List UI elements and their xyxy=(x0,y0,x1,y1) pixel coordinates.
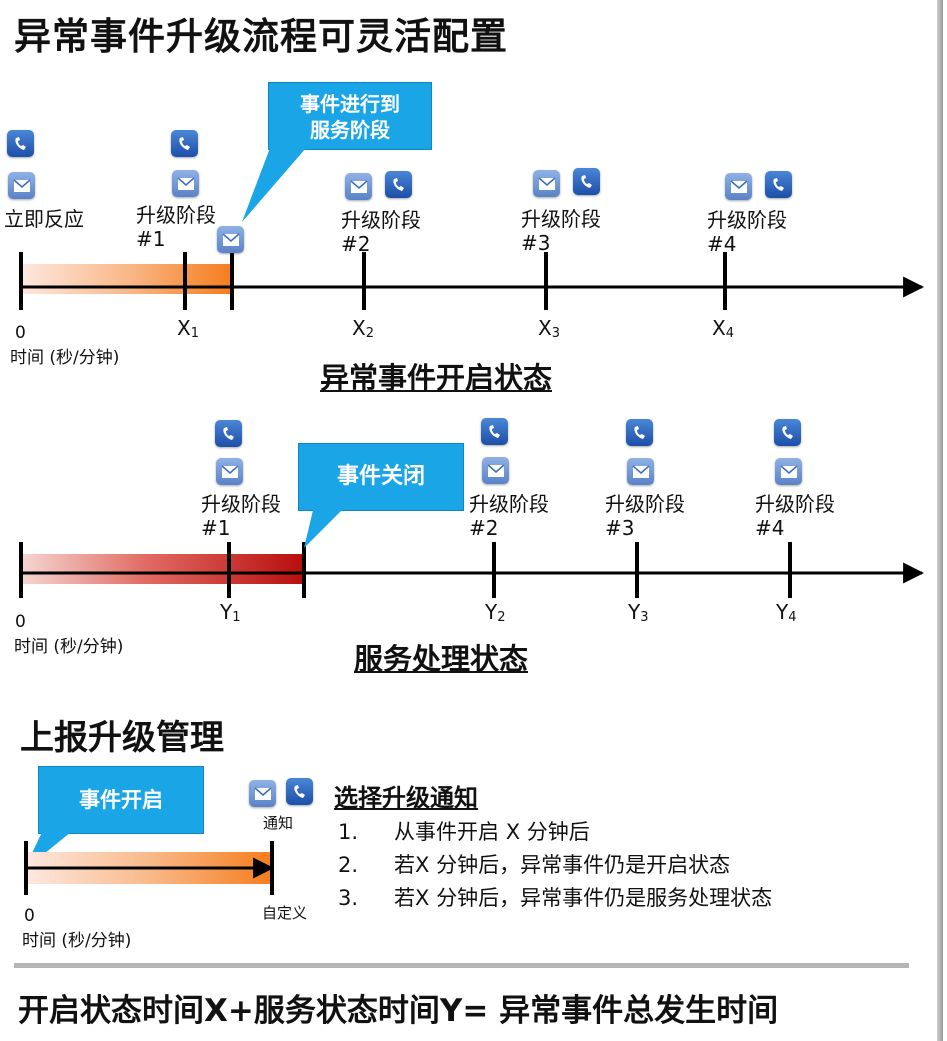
mail-icon xyxy=(217,226,244,253)
notification-options-title: 选择升级通知 xyxy=(334,784,478,812)
phone-icon xyxy=(481,418,508,445)
phone-icon xyxy=(765,171,792,198)
tick-label-y1: Y1 xyxy=(220,600,241,625)
callout-service-stage-pointer xyxy=(242,148,306,222)
notification-option-3: 3.若X 分钟后，异常事件仍是服务处理状态 xyxy=(338,886,773,910)
time-axis-label: 时间 (秒/分钟) xyxy=(14,637,124,657)
stage-3-label: 升级阶段#3 xyxy=(605,492,685,540)
stage-4-label: 升级阶段#4 xyxy=(707,208,787,256)
phone-icon xyxy=(573,168,600,195)
tick-label-x1: X1 xyxy=(177,316,199,341)
phone-icon xyxy=(385,171,412,198)
origin-label: 0 xyxy=(24,906,35,926)
callout-event-closed-pointer xyxy=(304,506,346,548)
mail-icon xyxy=(725,173,752,200)
mail-icon xyxy=(216,458,243,485)
timeline-2 xyxy=(19,542,925,598)
footer-formula: 开启状态时间X+服务状态时间Y= 异常事件总发生时间 xyxy=(18,993,779,1029)
phone-icon xyxy=(171,130,198,157)
custom-label: 自定义 xyxy=(262,904,308,922)
open-state-bar xyxy=(20,264,232,294)
service-state-bar xyxy=(20,554,304,584)
callout-event-open: 事件开启 xyxy=(38,766,204,834)
stage-1-label: 升级阶段#1 xyxy=(136,203,216,251)
timeline-3 xyxy=(24,841,275,895)
mail-icon xyxy=(8,172,35,199)
notification-option-2: 2.若X 分钟后，异常事件仍是开启状态 xyxy=(338,853,731,877)
tick-label-y2: Y2 xyxy=(485,600,506,625)
tick-label-y3: Y3 xyxy=(628,600,649,625)
time-axis-label: 时间 (秒/分钟) xyxy=(10,348,120,368)
open-state-heading: 异常事件开启状态 xyxy=(320,361,553,395)
page-title: 异常事件升级流程可灵活配置 xyxy=(14,15,508,58)
mail-icon xyxy=(482,457,509,484)
stage-2-label: 升级阶段#2 xyxy=(469,492,549,540)
immediate-response-label: 立即反应 xyxy=(4,207,84,231)
stage-4-label: 升级阶段#4 xyxy=(755,492,835,540)
tick-label-y4: Y4 xyxy=(776,600,797,625)
stage-2-label: 升级阶段#2 xyxy=(341,208,421,256)
tick-label-x3: X3 xyxy=(538,316,560,341)
notification-option-1: 1.从事件开启 X 分钟后 xyxy=(338,820,590,844)
phone-icon xyxy=(215,420,242,447)
timeline-1 xyxy=(19,252,925,310)
phone-icon xyxy=(774,419,801,446)
mail-icon xyxy=(172,170,199,197)
callout-service-stage: 事件进行到服务阶段 xyxy=(268,82,432,150)
stage-3-label: 升级阶段#3 xyxy=(521,207,601,255)
origin-label: 0 xyxy=(15,323,26,343)
time-axis-label: 时间 (秒/分钟) xyxy=(22,931,132,951)
mail-icon xyxy=(345,173,372,200)
mail-icon xyxy=(249,780,276,807)
right-edge-bar xyxy=(937,0,943,1041)
phone-icon xyxy=(7,130,34,157)
phone-icon xyxy=(286,778,313,805)
mail-icon xyxy=(775,458,802,485)
report-heading: 上报升级管理 xyxy=(20,718,224,758)
mail-icon xyxy=(533,170,560,197)
tick-label-x4: X4 xyxy=(712,316,734,341)
callout-event-closed: 事件关闭 xyxy=(298,443,464,511)
origin-label: 0 xyxy=(15,612,26,632)
notify-label: 通知 xyxy=(263,814,294,832)
phone-icon xyxy=(626,419,653,446)
footer-divider xyxy=(14,963,909,968)
tick-label-x2: X2 xyxy=(352,316,374,341)
mail-icon xyxy=(627,458,654,485)
service-state-heading: 服务处理状态 xyxy=(354,642,529,676)
stage-1-label: 升级阶段#1 xyxy=(201,492,281,540)
